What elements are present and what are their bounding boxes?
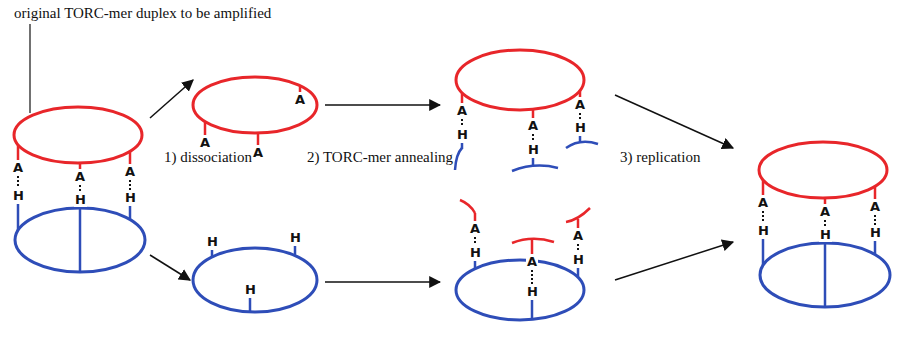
base-letter: H	[526, 285, 539, 299]
base-letter: A	[12, 161, 24, 175]
base-letter: A	[469, 222, 481, 236]
base-letter: H	[12, 189, 25, 203]
leader-line	[29, 24, 30, 113]
base-letter: H	[469, 246, 482, 260]
base-letter: A	[74, 170, 86, 184]
base-letter: H	[206, 235, 219, 249]
base-letter: H	[456, 128, 469, 142]
duplex-figure	[759, 142, 890, 307]
base-letter: A	[252, 146, 264, 160]
base-letter: H	[124, 191, 137, 205]
base-letter: H	[757, 224, 770, 238]
step-label: 3) replication	[620, 148, 700, 166]
base-letter: A	[869, 200, 881, 214]
callout-text: original TORC-mer duplex to be amplified	[14, 4, 271, 22]
base-letter: A	[574, 98, 586, 112]
base-letter: H	[527, 143, 540, 157]
base-letter: A	[294, 93, 306, 107]
base-letter: H	[869, 226, 882, 240]
duplex-figure	[14, 107, 145, 272]
blue-strand	[193, 246, 317, 312]
base-letter: H	[574, 121, 587, 135]
base-letter: H	[572, 253, 585, 267]
base-letter: A	[124, 165, 136, 179]
base-letter: H	[244, 283, 257, 297]
base-letter: H	[74, 193, 87, 207]
red-strand	[193, 77, 317, 145]
base-letter: A	[527, 119, 539, 133]
base-letter: A	[526, 255, 538, 269]
step-label: 1) dissociation	[164, 148, 252, 166]
base-letter: A	[572, 229, 584, 243]
base-letter: A	[819, 205, 831, 219]
base-letter: A	[757, 196, 769, 210]
process-arrows	[150, 80, 733, 282]
base-letter: A	[199, 136, 211, 150]
step-label: 2) TORC-mer annealing	[307, 148, 453, 166]
base-letter: H	[819, 228, 832, 242]
annealing-top	[455, 50, 598, 171]
annealing-bottom	[456, 200, 590, 320]
base-letter: H	[289, 231, 302, 245]
base-letter: A	[456, 104, 468, 118]
